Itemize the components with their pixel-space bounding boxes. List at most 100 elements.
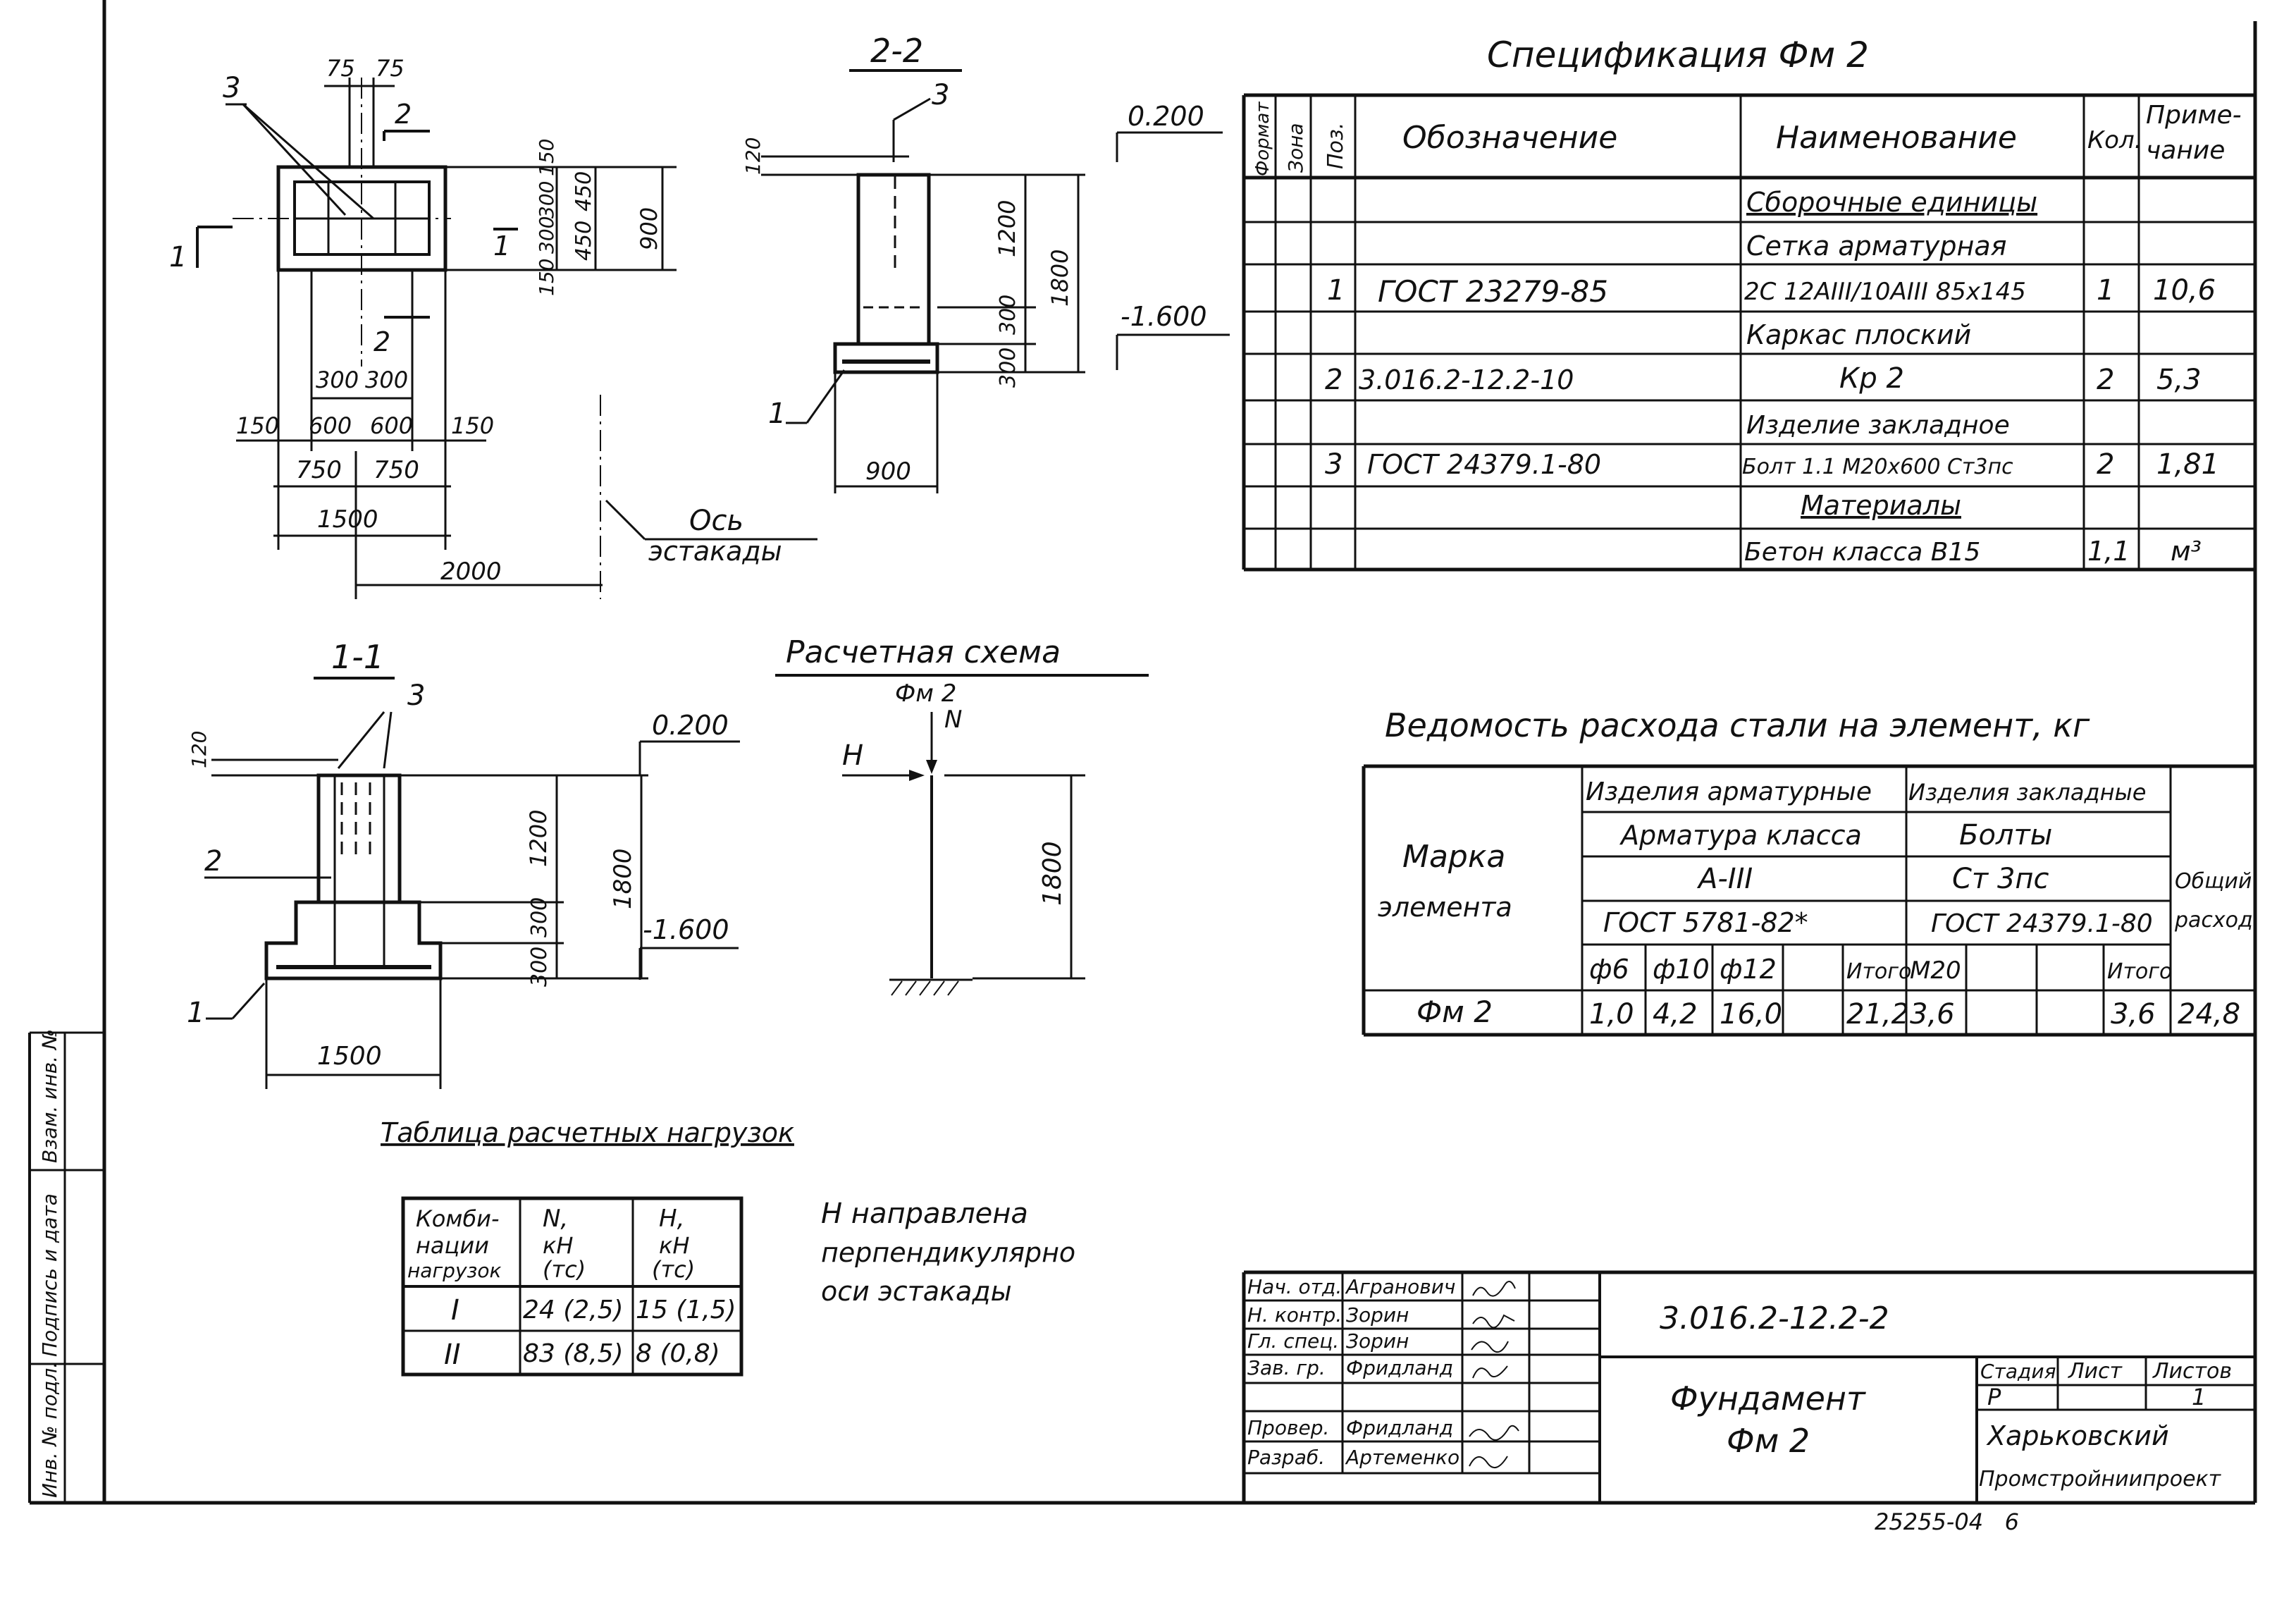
spec-hdr-zone: Зона <box>1284 123 1307 173</box>
tb-org-1: Харьковский <box>1986 1420 2169 1451</box>
spec-row-3-pos: 1 <box>1327 274 1345 307</box>
spec-row-3-designation: ГОСТ 23279-85 <box>1378 274 1608 309</box>
spec-title: Спецификация Фм 2 <box>1487 35 1869 75</box>
loads-title: Таблица расчетных нагрузок <box>381 1117 794 1148</box>
tb-name-1: Агранович <box>1345 1275 1455 1298</box>
s22-dim-300b: 300 <box>996 348 1020 388</box>
loads-hdr-combo-2: нации <box>416 1232 489 1259</box>
steel-title: Ведомость расхода стали на элемент, кг <box>1385 706 2090 744</box>
steel-g1-sub-3: ГОСТ 5781-82* <box>1603 907 1808 938</box>
loads-hdr-h-2: кН <box>659 1232 689 1259</box>
tb-name-4: Фридланд <box>1346 1356 1453 1379</box>
plan-dim-150b: 150 <box>535 259 558 296</box>
steel-col-total-2: Итого <box>2107 959 2172 984</box>
loads-row-2-h: 8 (0,8) <box>636 1339 720 1368</box>
s22-dim-900: 900 <box>865 457 911 486</box>
footer-number: 25255-04 6 <box>1875 1508 2019 1535</box>
steel-col-total-1: Итого <box>1846 959 1911 984</box>
steel-val-grand-total: 24,8 <box>2178 998 2240 1031</box>
plan-dim-300b: 300 <box>535 216 558 254</box>
tb-name-1-line: Фундамент <box>1670 1379 1866 1418</box>
loads-row-1-h: 15 (1,5) <box>636 1296 736 1324</box>
loads-hdr-n-2: кН <box>543 1232 573 1259</box>
loads-hdr-combo-3: нагрузок <box>407 1259 502 1282</box>
signature-7 <box>1469 1456 1508 1469</box>
steel-val-d10: 4,2 <box>1653 998 1698 1031</box>
side-stamp-sign: Подпись и дата <box>38 1193 61 1357</box>
spec-row-5-designation: 3.016.2-12.2-10 <box>1359 364 1574 395</box>
steel-val-d12: 16,0 <box>1720 998 1782 1031</box>
steel-total-label-1: Общий <box>2175 869 2252 894</box>
spec-hdr-designation: Обозначение <box>1402 120 1617 156</box>
plan-dim-150d: 150 <box>451 412 494 439</box>
steel-row-mark: Фм 2 <box>1417 995 1493 1029</box>
s11-dim-1200: 1200 <box>525 810 552 867</box>
s11-callout-3: 3 <box>407 679 425 712</box>
plan-axis-label-1: Ось <box>689 505 743 537</box>
steel-g1-sub-2: А-III <box>1696 863 1753 895</box>
spec-row-4-name: Каркас плоский <box>1746 319 1971 350</box>
tb-role-1: Нач. отд. <box>1247 1275 1342 1298</box>
spec-row-2-name: Сетка арматурная <box>1746 230 2006 262</box>
s22-dim-1200: 1200 <box>994 200 1020 257</box>
plan-cut-2-top: 2 <box>395 99 412 130</box>
scheme-dim-1800: 1800 <box>1038 841 1067 906</box>
section-1-1: 1-1 3 2 1 120 1200 300 300 1800 0.200 <box>187 638 740 1089</box>
loads-row-2-combo: II <box>444 1339 461 1371</box>
title-block: Нач. отд. Агранович Н. контр. Зорин Гл. … <box>1242 1270 2255 1503</box>
plan-dim-600b: 600 <box>370 412 413 439</box>
spec-row-9-note: м³ <box>2171 536 2202 567</box>
s11-dim-120: 120 <box>187 731 211 768</box>
steel-col-d6: ф6 <box>1589 954 1629 985</box>
loads-row-1-combo: I <box>451 1294 459 1327</box>
tb-role-3: Гл. спец. <box>1247 1329 1339 1353</box>
section-1-1-title: 1-1 <box>331 638 384 676</box>
loads-hdr-h-3: (тс) <box>652 1256 695 1283</box>
spec-row-5-note: 5,3 <box>2156 364 2202 396</box>
spec-hdr-format: Формат <box>1252 102 1273 176</box>
spec-row-7-note: 1,81 <box>2156 448 2219 481</box>
scheme-title: Расчетная схема <box>786 634 1061 670</box>
spec-row-9-qty: 1,1 <box>2087 536 2130 567</box>
steel-group-2: Изделия закладные <box>1908 779 2146 806</box>
plan-dim-450b: 450 <box>572 221 596 261</box>
steel-val-m20: 3,6 <box>1910 998 1955 1031</box>
loads-note-1: Н направлена <box>821 1198 1028 1230</box>
calc-scheme: Расчетная схема Фм 2 N H 1800 <box>775 634 1149 996</box>
steel-val-total-1: 21,2 <box>1846 998 1909 1031</box>
loads-note-2: перпендикулярно <box>821 1237 1075 1268</box>
plan-callout-3: 3 <box>223 72 240 104</box>
section-2-2: 2-2 900 3 120 1200 300 300 1800 0.200 -1… <box>741 32 1230 493</box>
loads-hdr-combo-1: Комби- <box>416 1205 500 1232</box>
s11-dim-300b: 300 <box>527 947 552 987</box>
plan-dim-75a: 75 <box>326 55 355 82</box>
s22-dim-1800: 1800 <box>1047 250 1073 307</box>
plan-axis-label-2: эстакады <box>648 536 782 567</box>
tb-name-2-line: Фм 2 <box>1727 1422 1810 1460</box>
plan-dim-750a: 750 <box>296 456 342 484</box>
steel-mark-label-2: элемента <box>1378 892 1512 923</box>
signature-1 <box>1472 1281 1516 1297</box>
steel-g2-sub-2: Ст 3пс <box>1952 863 2049 895</box>
signature-2 <box>1472 1314 1515 1329</box>
tb-doc-code: 3.016.2-12.2-2 <box>1660 1300 1889 1336</box>
side-stamp-inv: Инв. № подл. <box>38 1362 61 1498</box>
tb-sheets: 1 <box>2192 1384 2206 1410</box>
signature-3 <box>1471 1341 1509 1353</box>
plan-dim-750b: 750 <box>374 456 419 484</box>
tb-sheet-label: Лист <box>2068 1359 2123 1384</box>
steel-col-d10: ф10 <box>1653 954 1710 985</box>
plan-cut-1-right: 1 <box>493 230 510 262</box>
plan-dim-2000: 2000 <box>440 558 502 586</box>
tb-role-7: Разраб. <box>1247 1446 1325 1469</box>
tb-name-6: Фридланд <box>1346 1416 1453 1439</box>
tb-name-7: Артеменко <box>1345 1446 1459 1469</box>
s11-level-top: 0.200 <box>652 710 729 741</box>
tb-stage: Р <box>1987 1384 2001 1410</box>
plan-dim-600a: 600 <box>309 412 352 439</box>
s11-callout-1: 1 <box>187 997 204 1029</box>
plan-dim-900: 900 <box>636 207 662 250</box>
plan-dim-300c: 300 <box>316 367 359 393</box>
steel-col-m20: М20 <box>1910 957 1961 985</box>
steel-g1-sub-1: Арматура класса <box>1619 820 1862 851</box>
